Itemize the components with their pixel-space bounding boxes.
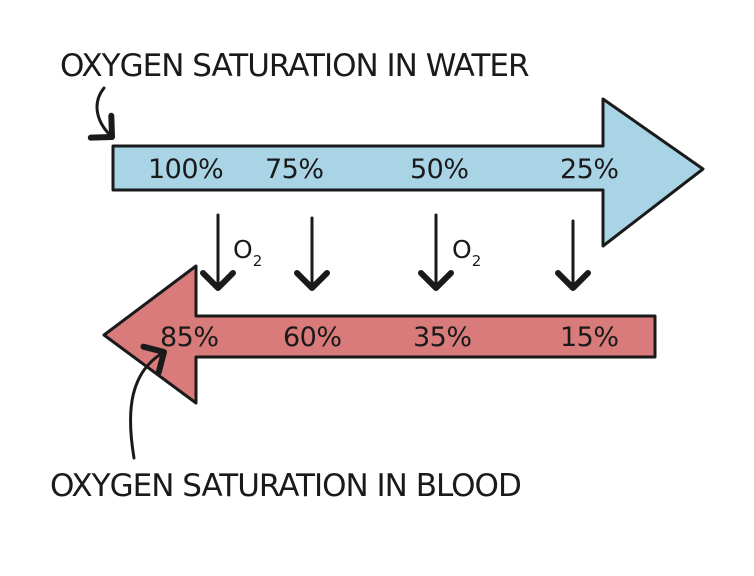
svg-text:O2: O2 (233, 235, 262, 270)
water-value: 25% (560, 154, 619, 185)
water-value: 75% (265, 154, 324, 185)
blood-value: 60% (283, 322, 342, 353)
o2-label: O2 (452, 235, 481, 270)
blood-title: OXYGEN SATURATION IN BLOOD (50, 468, 521, 504)
blood-value: 85% (160, 322, 219, 353)
blood-pointer-arrow-icon (129, 343, 167, 460)
water-title: OXYGEN SATURATION IN WATER (60, 48, 529, 84)
o2-label: O2 (233, 235, 262, 270)
water-pointer-arrow-icon (87, 86, 115, 141)
blood-value: 35% (413, 322, 472, 353)
water-value: 100% (148, 154, 223, 185)
water-value: 50% (410, 154, 469, 185)
svg-text:O2: O2 (452, 235, 481, 270)
blood-value: 15% (560, 322, 619, 353)
water-flow-arrow (111, 97, 705, 248)
